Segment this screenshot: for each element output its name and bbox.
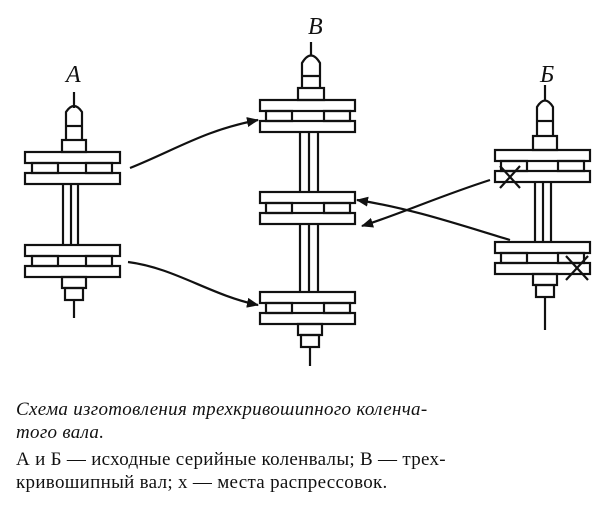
arrow-a-top-to-v [129,117,259,170]
caption-text-line-1: А и Б — исходные серийные коленвалы; В —… [16,449,446,470]
press-off-mark-upper [499,165,521,189]
caption-title-line-1: Схема изготовления трехкривошипного коле… [16,399,428,420]
arrow-b-top-to-v [361,178,491,228]
caption-text: А и Б — исходные серийные коленвалы; В —… [16,448,596,494]
arrow-b-bottom-to-v [356,196,511,242]
crankshaft-b [493,85,592,330]
arrow-a-bottom-to-v [127,260,259,308]
caption-title-line-2: того вала. [16,422,105,443]
crankshaft-a [23,92,122,318]
label-a: A [64,62,81,88]
press-off-mark-lower [565,255,589,281]
crankshaft-v [258,42,357,366]
label-b: Б [539,62,554,88]
crankshaft-diagram: A В Б [23,14,592,366]
caption-text-line-2: кривошипный вал; х — места распрессовок. [16,472,388,493]
caption-title: Схема изготовления трехкривошипного коле… [16,398,596,444]
label-v: В [308,14,323,40]
